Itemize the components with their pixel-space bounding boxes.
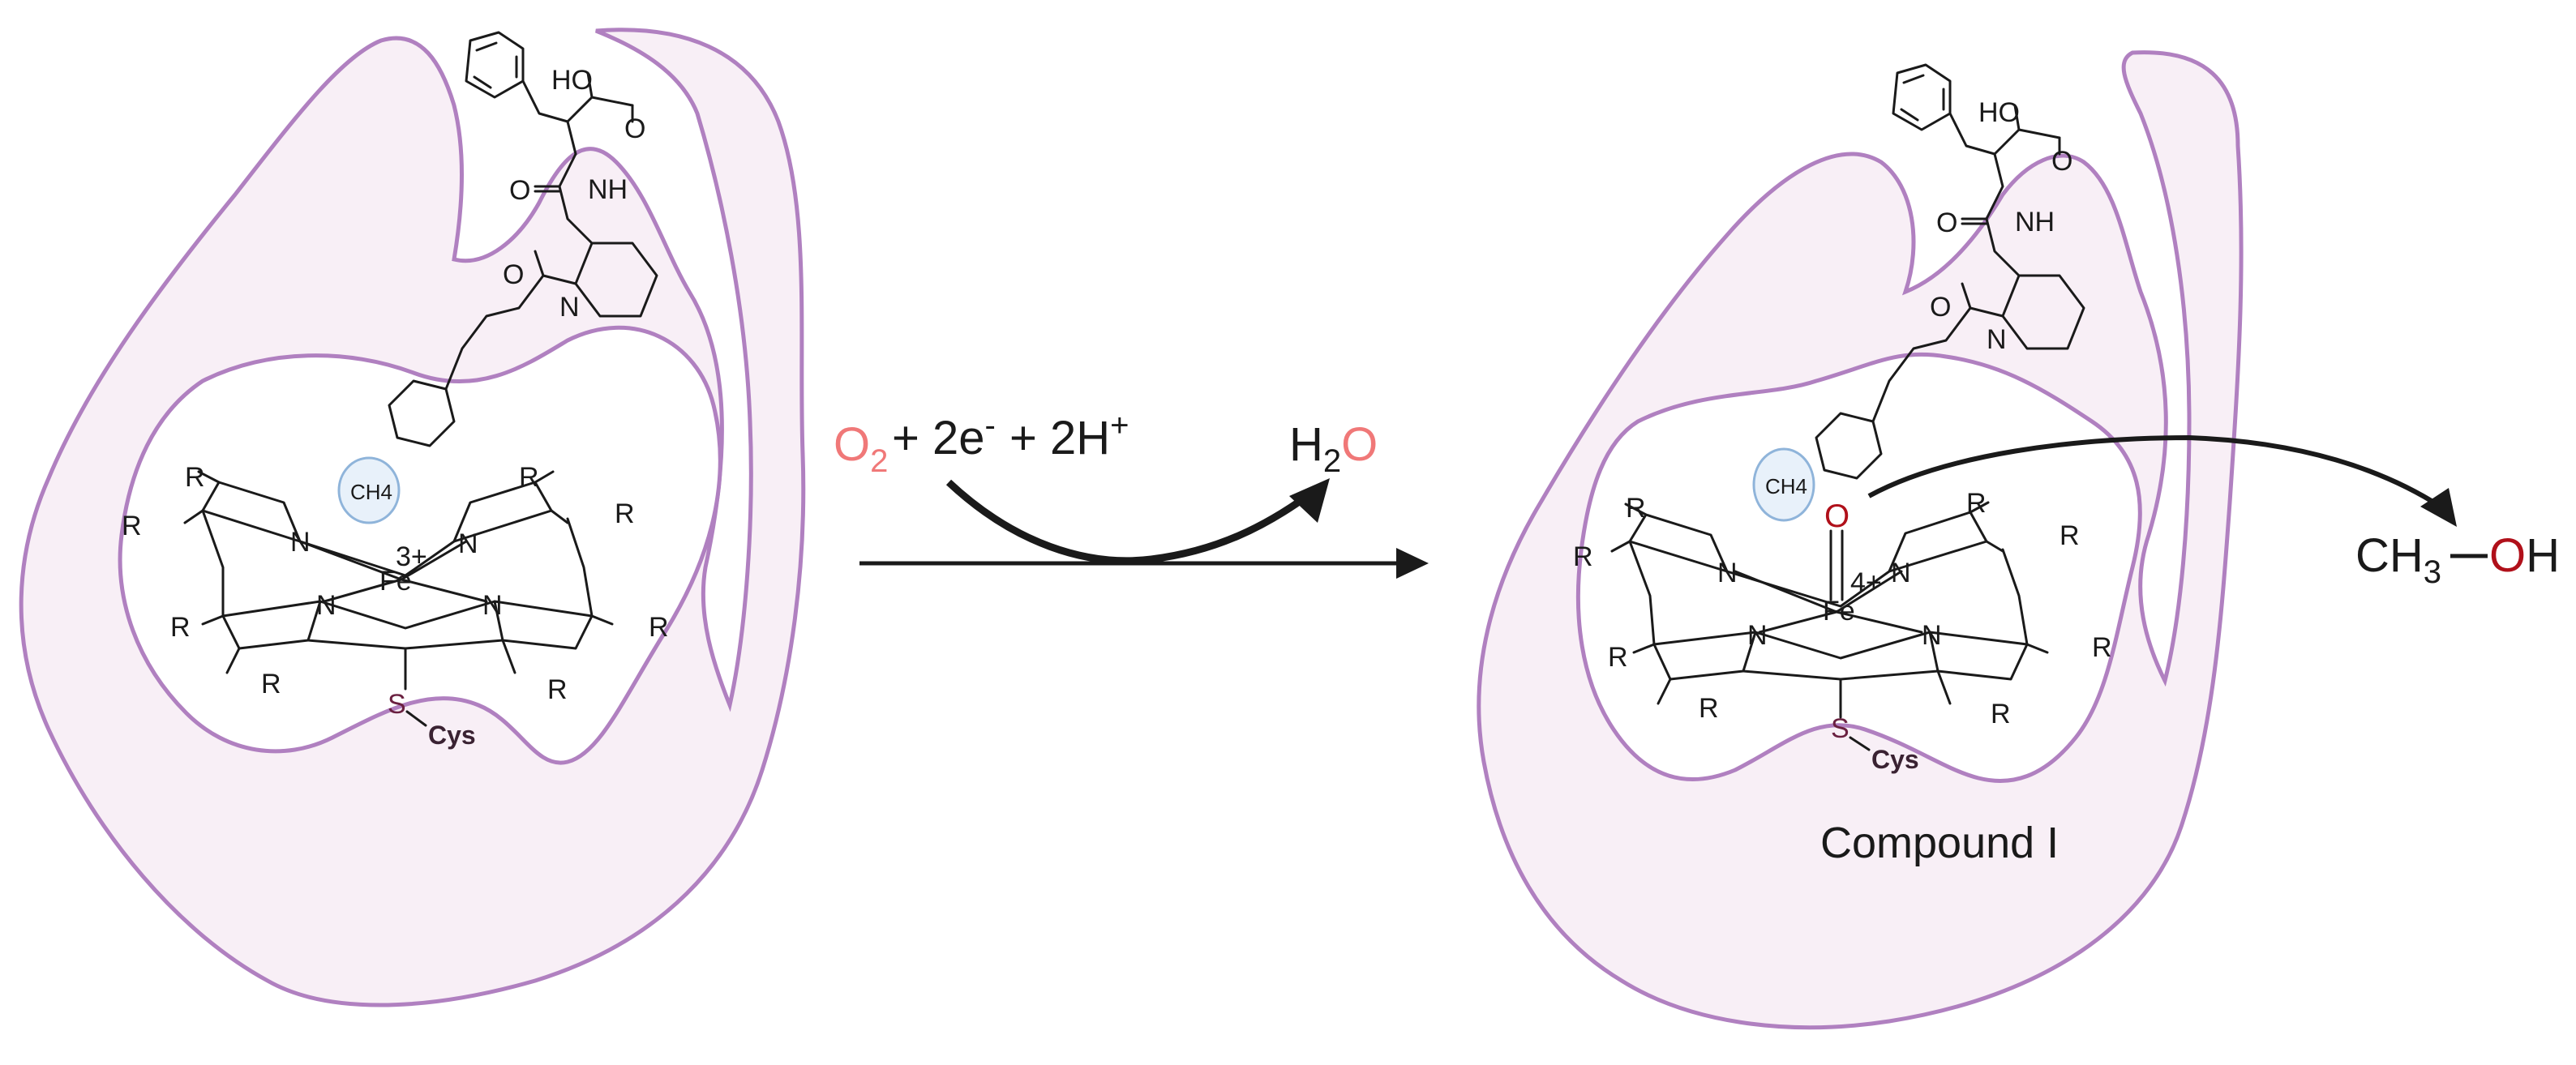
right-n-label: N <box>1891 558 1911 588</box>
right-r-label: R <box>1966 488 1987 519</box>
left-heme-porphyrin-icon <box>183 470 614 691</box>
reactant-protons: + 2H+ <box>1009 408 1129 464</box>
right-r-label: R <box>1699 693 1719 724</box>
left-cys-label: Cys <box>428 721 476 750</box>
right-r-label: R <box>1991 699 2011 729</box>
curved-arrow-icon <box>945 478 1330 565</box>
left-fe-label: Fe <box>379 566 412 597</box>
right-ring-n-label: N <box>1987 324 2007 355</box>
left-fe-charge: 3+ <box>396 541 427 572</box>
right-ch4-label: CH4 <box>1765 474 1807 498</box>
left-ligand-structure-icon <box>388 31 658 447</box>
right-carbonyl-o-label: O <box>1930 292 1951 323</box>
left-r-label: R <box>185 462 205 493</box>
left-r-label: R <box>649 612 669 643</box>
left-r-label: R <box>615 498 635 529</box>
right-fe-charge: 4+ <box>1850 567 1882 598</box>
left-methane-bubble-icon: CH4 <box>337 456 401 524</box>
left-s-label: S <box>388 689 406 720</box>
left-n-label: N <box>290 527 311 558</box>
product-water: H2O <box>1289 418 1378 479</box>
product-methanol: CH3 OH <box>2355 529 2560 590</box>
left-carbonyl-o-label: O <box>503 259 524 290</box>
right-ho-label: HO <box>1978 97 2020 128</box>
left-nh-label: NH <box>588 174 628 205</box>
right-oxo-label: O <box>1824 498 1849 534</box>
right-fe-label: Fe <box>1823 596 1855 627</box>
methanol-formula: CH3 <box>2355 529 2441 590</box>
right-r-label: R <box>1573 541 1593 572</box>
left-carbonyl-o-label: O <box>624 113 645 144</box>
right-r-label: R <box>2092 632 2112 663</box>
right-n-label: N <box>1747 620 1768 651</box>
right-n-label: N <box>1717 558 1738 588</box>
left-r-label: R <box>261 669 281 699</box>
left-r-label: R <box>170 612 191 643</box>
right-r-label: R <box>1626 493 1646 524</box>
right-r-label: R <box>1608 642 1628 673</box>
right-nh-label: NH <box>2015 207 2055 237</box>
right-carbonyl-o-label: O <box>2051 146 2072 177</box>
left-n-label: N <box>316 590 336 621</box>
left-ring-n-label: N <box>559 292 580 323</box>
right-ligand-structure-icon <box>1815 63 2085 480</box>
right-s-label: S <box>1831 713 1849 744</box>
left-r-label: R <box>519 462 539 493</box>
right-r-label: R <box>2060 520 2080 551</box>
reactant-electrons: + 2e- <box>892 408 996 464</box>
right-enzyme: R R R R R R R R N N N N Fe 4+ O S Cys CH… <box>1477 50 2244 1030</box>
left-enzyme: R R R R R R R R N N N N Fe 3+ S Cys CH4 <box>19 28 806 1007</box>
reaction-equation: O2 + 2e- + 2H+ H2O <box>834 408 1378 479</box>
left-ho-label: HO <box>551 65 593 96</box>
methanol-oh: OH <box>2489 529 2560 582</box>
hydroxylation-arrow-icon <box>1867 434 2457 527</box>
reactant-o2: O2 <box>834 418 888 479</box>
right-heme-porphyrin-icon <box>1610 501 2049 719</box>
left-n-label: N <box>458 528 478 559</box>
right-carbonyl-o-label: O <box>1936 207 1957 238</box>
left-ch4-label: CH4 <box>350 480 392 504</box>
left-carbonyl-o-label: O <box>509 175 530 206</box>
left-n-label: N <box>482 590 503 621</box>
right-n-label: N <box>1922 620 1942 651</box>
left-pocket-icon <box>118 325 722 765</box>
left-r-label: R <box>547 674 568 705</box>
left-r-label: R <box>122 511 142 541</box>
right-methane-bubble-icon: CH4 <box>1752 447 1815 522</box>
compound-i-caption: Compound I <box>1820 819 2059 867</box>
right-cys-label: Cys <box>1871 745 1919 774</box>
